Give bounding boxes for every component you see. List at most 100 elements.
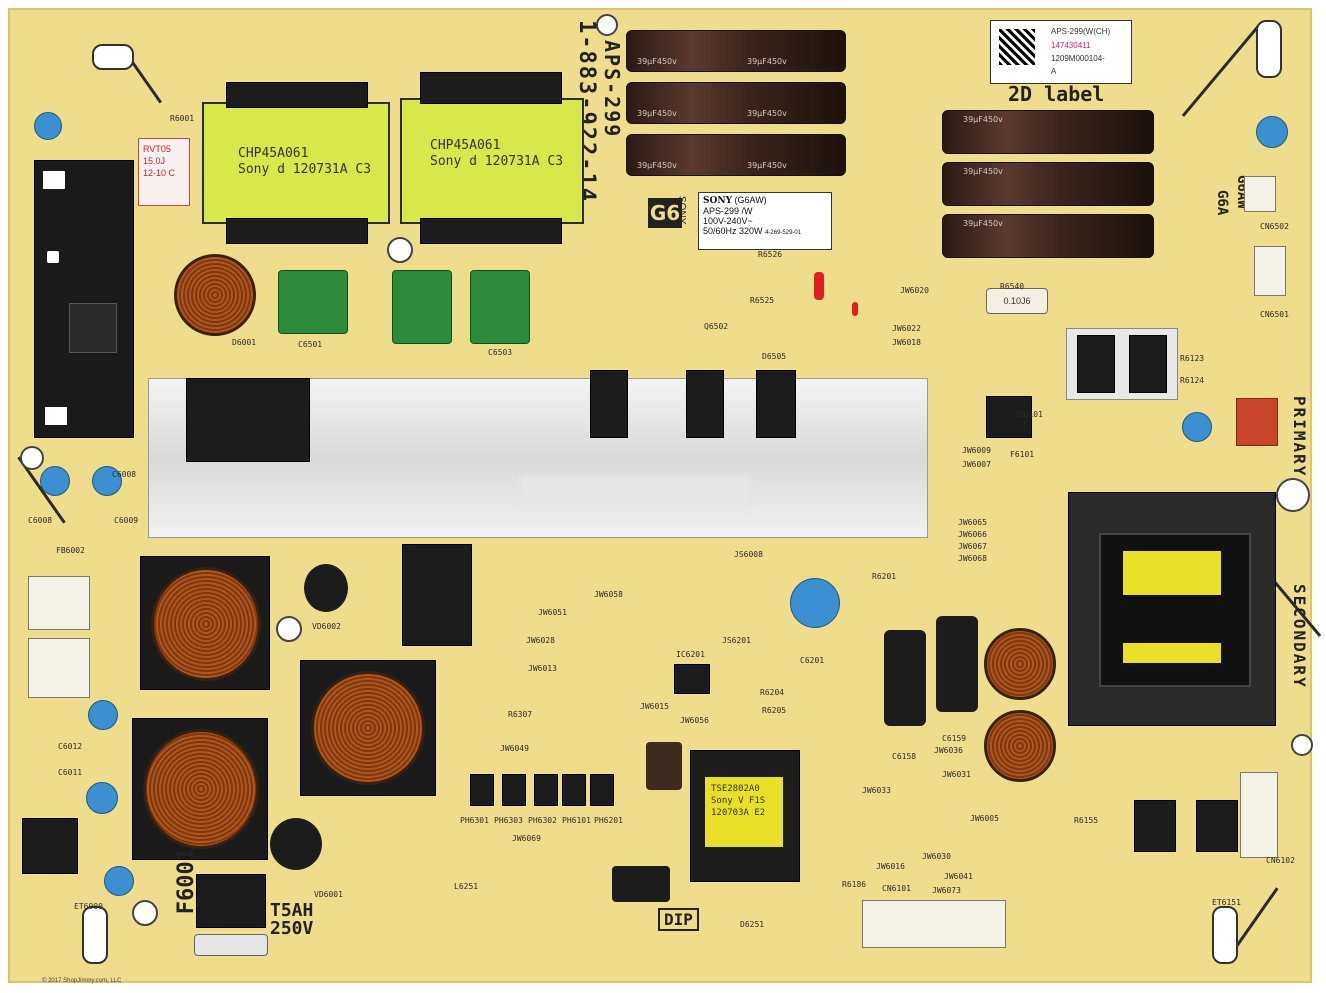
ref-jw6065: JW6065	[958, 518, 987, 527]
rating-brand: SONY	[703, 196, 732, 206]
bulk-capacitor-c6521: 39μF450v 39μF450v	[626, 134, 846, 176]
2d-label-sticker: APS-299(W(CH) 147430411 1209M000104- A	[990, 20, 1132, 84]
ref-jw6020: JW6020	[900, 286, 929, 295]
transistor-body	[69, 303, 117, 353]
ref-l6251: L6251	[454, 882, 479, 891]
connector-cn6502[interactable]	[1244, 176, 1276, 212]
ref-c6008-b: C6008	[28, 516, 53, 525]
sony-vertical: SONY	[676, 196, 687, 225]
ref-r6540: R6540	[1000, 282, 1025, 291]
transformer-right-top-bobbin	[420, 72, 562, 104]
secondary-label: SECONDARY	[1290, 584, 1309, 689]
board-model-vertical: APS-299	[600, 40, 624, 139]
label-2d-serial: 147430411	[1051, 41, 1091, 50]
ref-js6101: JS6101	[1014, 410, 1043, 419]
ref-c6008: C6008	[112, 470, 137, 479]
ref-r6205: R6205	[762, 706, 787, 715]
ref-r6307: R6307	[508, 710, 533, 719]
ref-fb6002: FB6002	[56, 546, 85, 555]
film-capacitor-c6112	[1236, 398, 1278, 446]
ref-jw6058: JW6058	[594, 590, 623, 599]
fuse-ref: F6001	[174, 848, 199, 915]
mounting-hole	[20, 446, 44, 470]
bridge-rectifier-d6001	[186, 378, 310, 462]
fuse-rating-current: T5AH	[270, 900, 314, 921]
line-filter-l6001	[132, 718, 268, 860]
red-marking	[852, 302, 858, 316]
ref-jw6018: JW6018	[892, 338, 921, 347]
toroid-inductor-l6151	[984, 710, 1056, 782]
y-capacitor-c6527	[1256, 116, 1288, 148]
resistor-r6540: 0.10J6	[986, 288, 1048, 314]
dip-label: DIP	[658, 908, 699, 931]
ref-ph6302: PH6302	[528, 816, 557, 825]
bulk-capacitor-c6525: 39μF450v	[942, 110, 1154, 154]
ac-input-connector-cn6002[interactable]	[28, 638, 90, 698]
ref-d6001: D6001	[232, 338, 257, 347]
qr-code-icon	[999, 29, 1035, 65]
relay-cn6001	[22, 818, 78, 874]
film-capacitor-c6503	[470, 270, 530, 344]
ref-js6201: JS6201	[722, 636, 751, 645]
transformer-right-date: Sony d 120731A C3	[430, 154, 564, 169]
capacitor-c6010	[402, 544, 472, 646]
capacitor-c6158	[884, 630, 926, 726]
ref-vd6002: VD6002	[312, 622, 341, 631]
mounting-hole	[1291, 734, 1313, 756]
label-2d-suffix: A	[1051, 67, 1057, 76]
bracket-window	[47, 251, 59, 263]
bulk-capacitor-c6522: 39μF450v 39μF450v	[626, 82, 846, 124]
y-capacitor-c6014	[104, 866, 134, 896]
main-transformer-left: CHP45A061 Sony d 120731A C3	[202, 102, 390, 224]
aux-text1: TSE2802A0	[711, 784, 760, 794]
ref-cn6102: CN6102	[1266, 856, 1295, 865]
y-capacitor-c6008	[40, 466, 70, 496]
transformer-left-date: Sony d 120731A C3	[238, 162, 372, 177]
fuse-f6001	[194, 934, 268, 956]
ic-ic6201	[674, 664, 710, 694]
transformer-right-model: CHP45A061	[430, 138, 501, 153]
film-capacitor-c6502	[392, 270, 452, 344]
ref-r6201: R6201	[872, 572, 897, 581]
sticker-text2: 12-10 C	[143, 168, 176, 178]
transformer-left-top-bobbin	[226, 82, 368, 108]
ref-r6123: R6123	[1180, 354, 1205, 363]
y-capacitor-c6000	[34, 112, 62, 140]
rating-model: APS-299 /W	[703, 206, 753, 216]
regulator-2	[1196, 800, 1238, 852]
connector-cn6501[interactable]	[1254, 246, 1286, 296]
ref-c6201: C6201	[800, 656, 825, 665]
connector-cn6101[interactable]	[862, 900, 1006, 948]
ref-r6526: R6526	[758, 250, 783, 259]
ref-et6151: ET6151	[1212, 898, 1241, 907]
ref-r6001: R6001	[170, 114, 195, 123]
optocoupler-ph6302	[534, 774, 558, 806]
ref-r6124: R6124	[1180, 376, 1205, 385]
fuse-rating-voltage: 250V	[270, 918, 314, 939]
mounting-hole	[276, 616, 302, 642]
ref-r6155: R6155	[1074, 816, 1099, 825]
l6002-winding	[151, 567, 261, 681]
y-capacitor-c6201	[790, 578, 840, 628]
toroid-inductor-l6501	[174, 254, 256, 336]
ac-input-connector-cn6001[interactable]	[28, 576, 90, 630]
ref-f6101: F6101	[1010, 450, 1035, 459]
transformer-t6201: TSE2802A0 Sony V F1S 120703A E2	[690, 750, 800, 882]
ref-c6503: C6503	[488, 348, 513, 357]
fuse-holder-f6001	[196, 874, 266, 928]
label-2d-code: 1209M000104-	[1051, 54, 1105, 63]
ref-c6159: C6159	[942, 734, 967, 743]
mount-tab-et6001	[92, 44, 134, 70]
connector-cn6102[interactable]	[1240, 772, 1278, 858]
ref-q6502: Q6502	[704, 322, 729, 331]
ref-jw6041: JW6041	[944, 872, 973, 881]
transformer-right-bottom-bobbin	[420, 218, 562, 244]
l6001-winding	[143, 729, 259, 849]
rating-label: SONY (G6AW) APS-299 /W 100V-240V~ 50/60H…	[698, 192, 832, 250]
blurred-region	[520, 476, 750, 506]
mount-tab-et6051	[1256, 20, 1282, 78]
mounting-hole	[1276, 478, 1310, 512]
red-marking	[814, 272, 824, 300]
mosfet-q6502	[686, 370, 724, 438]
transformer-tape-top	[1123, 551, 1221, 595]
